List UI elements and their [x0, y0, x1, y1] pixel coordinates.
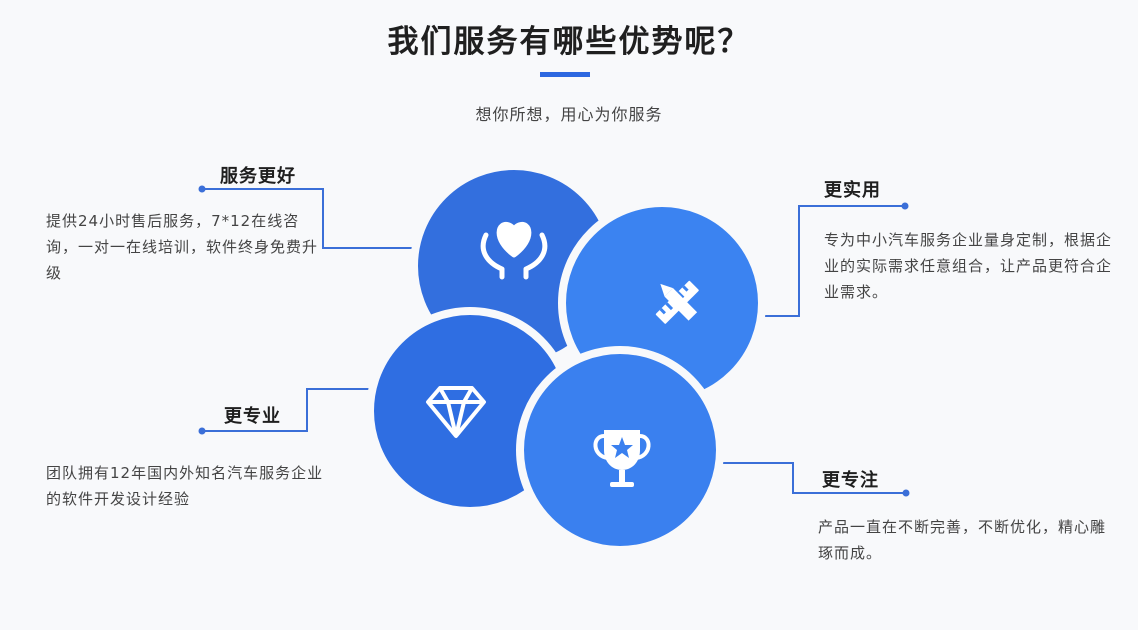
connector-1	[202, 188, 430, 249]
connector-dot-4	[902, 489, 910, 497]
connector-dot-3	[198, 427, 206, 435]
feature-heading-focused: 更专注	[822, 470, 879, 491]
feature-desc-professional: 团队拥有12年国内外知名汽车服务企业的软件开发设计经验	[46, 464, 324, 508]
diamond-icon	[426, 386, 486, 438]
feature-heading-service: 服务更好	[220, 166, 296, 187]
title-underline	[540, 72, 590, 77]
connector-3	[202, 388, 381, 432]
feature-heading-professional: 更专业	[224, 406, 281, 427]
trophy-icon	[593, 430, 651, 487]
connector-2	[750, 205, 905, 317]
feature-desc-service: 提供24小时售后服务，7*12在线咨询，一对一在线培训，软件终身免费升级	[46, 212, 319, 282]
connector-4	[712, 462, 906, 494]
feature-heading-practical: 更实用	[824, 180, 881, 201]
page-subtitle: 想你所想，用心为你服务	[475, 105, 663, 124]
heart-hands-icon	[480, 222, 548, 280]
page-title: 我们服务有哪些优势呢？	[387, 24, 751, 60]
feature-desc-practical: 专为中小汽车服务企业量身定制，根据企业的实际需求任意组合，让产品更符合企业需求。	[824, 231, 1113, 301]
feature-desc-focused: 产品一直在不断完善，不断优化，精心雕琢而成。	[818, 518, 1107, 562]
connector-dot-1	[198, 185, 206, 193]
connector-dot-2	[901, 202, 909, 210]
